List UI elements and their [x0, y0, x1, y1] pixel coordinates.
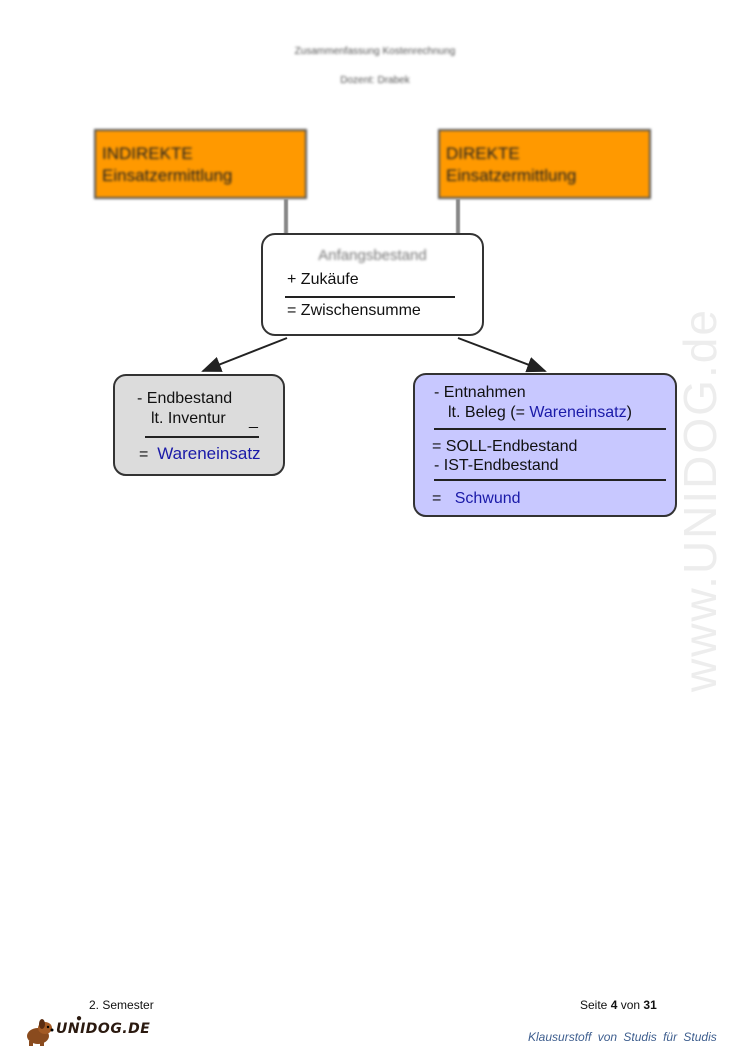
page-prefix: Seite — [580, 998, 611, 1012]
underline-mark: _ — [249, 412, 258, 429]
connector-left — [284, 199, 288, 235]
equals-sign: = — [432, 490, 442, 507]
purchases-row: + Zukäufe — [287, 271, 359, 288]
direct-calculation-box: DIREKTE Einsatzermittlung — [438, 129, 651, 199]
shrinkage-row: = Schwund — [432, 490, 521, 508]
indirect-calculation-box: INDIREKTE Einsatzermittlung — [94, 129, 307, 199]
cost-of-goods-value: Wareneinsatz — [157, 444, 261, 463]
watermark: www.UNIDOG.de — [674, 308, 726, 692]
receipt-prefix: lt. Beleg (= — [448, 404, 530, 421]
opening-stock-label: Anfangsbestand — [318, 247, 427, 264]
document-title: Zusammenfassung Kostenrechnung — [294, 46, 456, 57]
receipt-cost-of-goods: Wareneinsatz — [529, 404, 627, 421]
document-author: Dozent: Drabek — [340, 75, 410, 86]
page-mid: von — [617, 998, 644, 1012]
left-divider — [145, 436, 259, 438]
right-divider-1 — [434, 428, 666, 430]
receipt-row: lt. Beleg (= Wareneinsatz) — [448, 404, 632, 422]
stock-calculation-box: Anfangsbestand + Zukäufe = Zwischensumme — [261, 233, 484, 336]
receipt-suffix: ) — [626, 404, 632, 421]
indirect-result-box: - Endbestand lt. Inventur _ = Wareneinsa… — [113, 374, 285, 476]
actual-stock-row: - IST-Endbestand — [434, 457, 559, 474]
direct-box-line1: DIREKTE — [446, 144, 520, 163]
target-stock-row: = SOLL-Endbestand — [432, 438, 578, 455]
page-current: 4 — [610, 998, 618, 1012]
subtotal-row: = Zwischensumme — [287, 302, 421, 319]
arrow-to-left-box — [201, 337, 288, 372]
unidog-logo: ● UNIDOG.DE — [24, 1013, 154, 1047]
cost-of-goods-row: = Wareneinsatz — [139, 444, 261, 464]
right-divider-2 — [434, 479, 666, 481]
shrinkage-value: Schwund — [454, 490, 521, 507]
center-divider — [285, 296, 455, 298]
equals-sign: = — [139, 446, 149, 463]
indirect-box-line2: Einsatzermittlung — [102, 166, 233, 185]
indirect-box-line1: INDIREKTE — [102, 144, 193, 163]
paw-icon: ● — [76, 1013, 83, 1024]
direct-result-box: - Entnahmen lt. Beleg (= Wareneinsatz) =… — [413, 373, 677, 517]
ending-stock-row: - Endbestand — [137, 390, 233, 407]
dog-icon — [27, 1019, 54, 1046]
withdrawals-row: - Entnahmen — [434, 384, 526, 401]
page-total: 31 — [643, 998, 657, 1012]
semester-label: 2. Semester — [89, 998, 154, 1012]
direct-box-line2: Einsatzermittlung — [446, 166, 577, 185]
inventory-row: lt. Inventur — [151, 410, 226, 427]
arrow-to-right-box — [457, 337, 547, 373]
connector-right — [456, 199, 460, 235]
slogan: Klausurstoff von Studis für Studis — [528, 1030, 717, 1044]
page-counter: Seite 4 von 31 — [580, 998, 657, 1012]
logo-text: UNIDOG.DE — [56, 1021, 151, 1037]
